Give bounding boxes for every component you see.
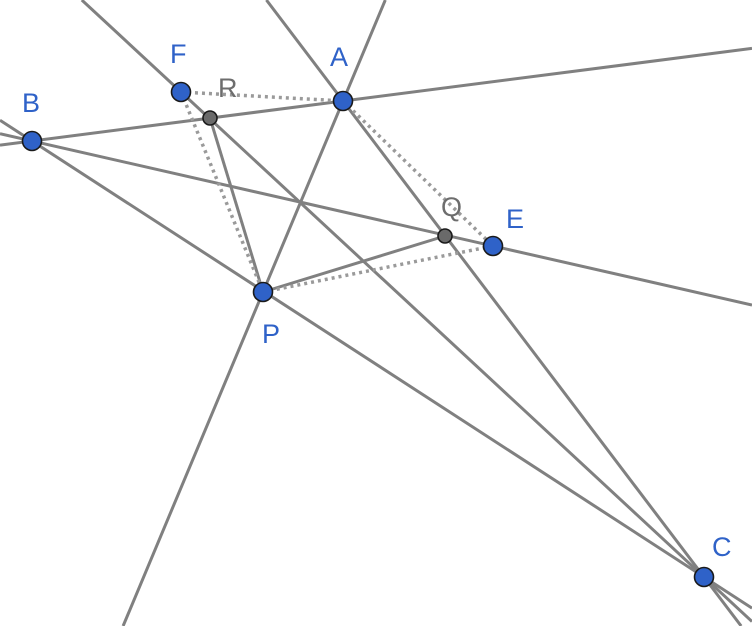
dot-fa — [180, 90, 344, 103]
label-r: R — [218, 73, 238, 103]
line-ab — [0, 46, 752, 147]
point-r — [202, 110, 218, 126]
seg-pq — [262, 234, 446, 294]
dotted-segments-layer — [179, 90, 495, 294]
label-c: C — [712, 532, 732, 562]
label-p: P — [262, 319, 280, 349]
dot-ae — [341, 99, 495, 248]
label-f: F — [170, 39, 187, 69]
point-c — [693, 566, 715, 588]
points-layer — [21, 81, 715, 588]
dot-fp — [179, 91, 265, 293]
point-q — [437, 228, 453, 244]
point-a — [332, 90, 354, 112]
line-fc — [80, 0, 752, 623]
label-q: Q — [441, 192, 462, 222]
line-bc — [0, 118, 752, 610]
point-f — [170, 81, 192, 103]
labels-layer: A B C E F P Q R — [22, 39, 732, 562]
seg-pr — [208, 117, 265, 293]
point-b — [21, 130, 43, 152]
point-p — [252, 281, 274, 303]
point-e — [482, 235, 504, 257]
label-a: A — [330, 42, 348, 72]
label-b: B — [22, 88, 40, 118]
line-be — [0, 132, 752, 307]
label-e: E — [506, 204, 524, 234]
